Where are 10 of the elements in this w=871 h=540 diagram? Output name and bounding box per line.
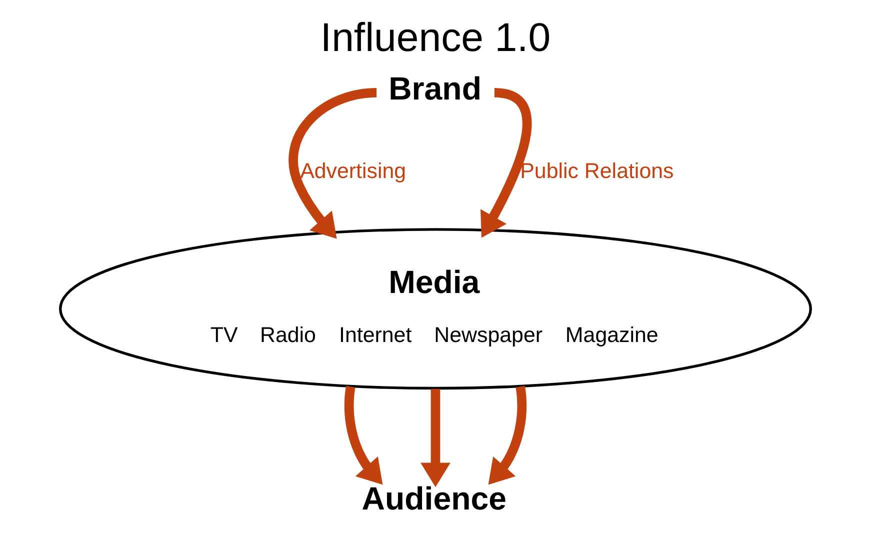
edge-label: Public Relations — [520, 159, 674, 184]
arrow — [488, 386, 527, 485]
arrow — [344, 386, 383, 485]
edge-label: Advertising — [300, 159, 406, 184]
node-ellipse: Media TV Radio Internet Newspaper Magazine — [58, 228, 812, 390]
diagram-title: Influence 1.0 — [320, 15, 551, 60]
arrow — [420, 388, 450, 488]
node-text: Audience — [362, 480, 506, 516]
node-text: Brand — [388, 70, 482, 107]
arrow — [288, 88, 377, 239]
